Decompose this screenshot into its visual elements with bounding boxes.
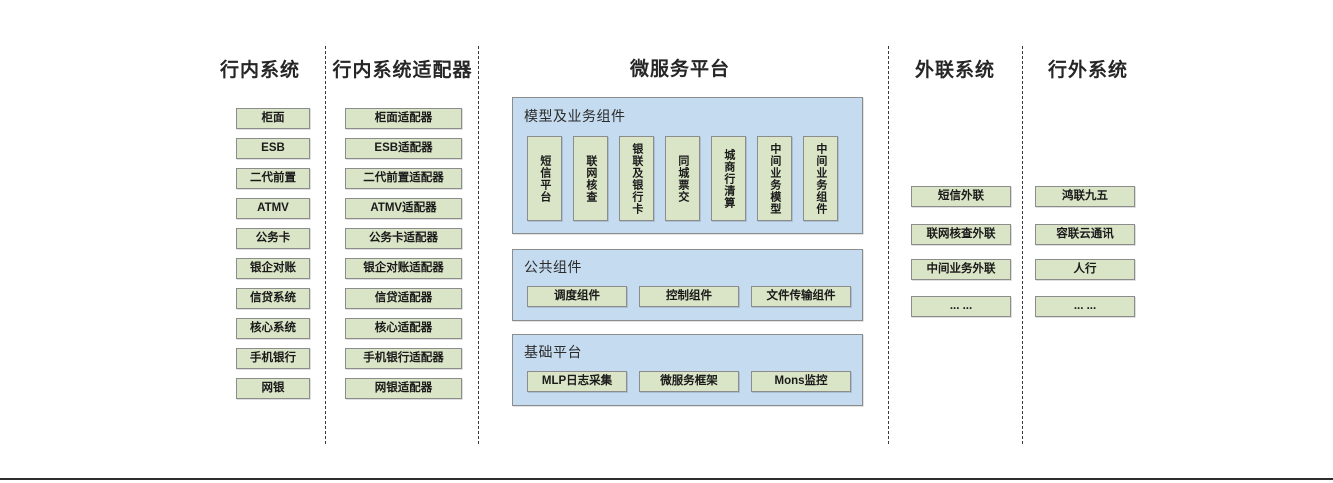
node-model-component-5[interactable]: 城商行清算: [711, 136, 746, 221]
node-internal-system-8[interactable]: 核心系统: [236, 318, 310, 339]
node-external-link-2[interactable]: 联网核查外联: [911, 224, 1011, 245]
panel-title-model-business-components: 模型及业务组件: [524, 108, 626, 124]
node-model-component-7[interactable]: 中间业务组件: [803, 136, 838, 221]
column-divider-1: [325, 46, 326, 444]
node-internal-system-1[interactable]: 柜面: [236, 108, 310, 129]
node-external-link-3[interactable]: 中间业务外联: [911, 259, 1011, 280]
node-external-link-4[interactable]: ... ...: [911, 296, 1011, 317]
node-internal-adapter-5[interactable]: 公务卡适配器: [345, 228, 462, 249]
column-title-outside-bank-systems: 行外系统: [1047, 60, 1128, 81]
column-title-external-link-systems: 外联系统: [914, 60, 995, 81]
node-outside-bank-2[interactable]: 容联云通讯: [1035, 224, 1135, 245]
panel-foundation-platform: [512, 334, 863, 406]
node-internal-system-4[interactable]: ATMV: [236, 198, 310, 219]
node-internal-adapter-3[interactable]: 二代前置适配器: [345, 168, 462, 189]
node-outside-bank-1[interactable]: 鸿联九五: [1035, 186, 1135, 207]
panel-title-foundation-platform: 基础平台: [524, 344, 582, 360]
column-title-internal-adapters: 行内系统适配器: [332, 60, 473, 81]
node-model-component-3[interactable]: 银联及银行卡: [619, 136, 654, 221]
node-internal-system-5[interactable]: 公务卡: [236, 228, 310, 249]
node-public-component-1[interactable]: 调度组件: [527, 286, 627, 307]
node-outside-bank-4[interactable]: ... ...: [1035, 296, 1135, 317]
column-divider-2: [478, 46, 479, 444]
node-foundation-item-3[interactable]: Mons监控: [751, 371, 851, 392]
node-internal-adapter-2[interactable]: ESB适配器: [345, 138, 462, 159]
node-internal-adapter-8[interactable]: 核心适配器: [345, 318, 462, 339]
node-internal-adapter-9[interactable]: 手机银行适配器: [345, 348, 462, 369]
node-internal-system-7[interactable]: 信贷系统: [236, 288, 310, 309]
panel-public-components: [512, 249, 863, 321]
node-internal-adapter-6[interactable]: 银企对账适配器: [345, 258, 462, 279]
node-internal-adapter-1[interactable]: 柜面适配器: [345, 108, 462, 129]
node-internal-system-3[interactable]: 二代前置: [236, 168, 310, 189]
node-model-component-2[interactable]: 联网核查: [573, 136, 608, 221]
node-foundation-item-2[interactable]: 微服务框架: [639, 371, 739, 392]
node-internal-system-6[interactable]: 银企对账: [236, 258, 310, 279]
node-internal-adapter-7[interactable]: 信贷适配器: [345, 288, 462, 309]
node-internal-system-2[interactable]: ESB: [236, 138, 310, 159]
node-external-link-1[interactable]: 短信外联: [911, 186, 1011, 207]
column-title-internal-systems: 行内系统: [219, 60, 300, 81]
node-internal-adapter-4[interactable]: ATMV适配器: [345, 198, 462, 219]
node-internal-adapter-10[interactable]: 网银适配器: [345, 378, 462, 399]
node-public-component-3[interactable]: 文件传输组件: [751, 286, 851, 307]
bottom-rule: [0, 478, 1333, 480]
node-internal-system-9[interactable]: 手机银行: [236, 348, 310, 369]
column-title-microservice-platform: 微服务平台: [629, 59, 730, 80]
panel-title-public-components: 公共组件: [524, 259, 582, 275]
node-foundation-item-1[interactable]: MLP日志采集: [527, 371, 627, 392]
node-model-component-4[interactable]: 同城票交: [665, 136, 700, 221]
node-model-component-6[interactable]: 中间业务模型: [757, 136, 792, 221]
column-divider-4: [1022, 46, 1023, 444]
node-internal-system-10[interactable]: 网银: [236, 378, 310, 399]
node-outside-bank-3[interactable]: 人行: [1035, 259, 1135, 280]
node-model-component-1[interactable]: 短信平台: [527, 136, 562, 221]
node-public-component-2[interactable]: 控制组件: [639, 286, 739, 307]
column-divider-3: [888, 46, 889, 444]
